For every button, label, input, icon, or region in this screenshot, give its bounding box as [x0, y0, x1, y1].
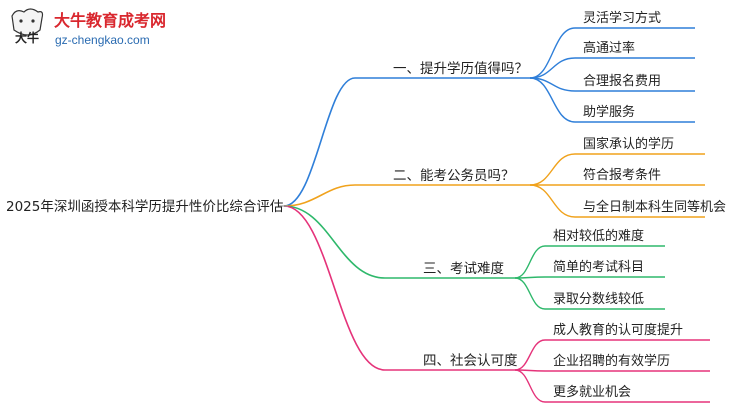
site-logo: 大牛 大牛教育成考网 gz-chengkao.com [6, 4, 166, 48]
leaf-connector [514, 245, 665, 279]
bull-mascot-icon: 大牛 [6, 4, 48, 48]
leaf-topic: 高通过率 [583, 40, 635, 56]
branch-topic: 四、社会认可度 [423, 353, 518, 369]
leaf-connector [529, 57, 695, 79]
leaf-topic: 企业招聘的有效学历 [553, 353, 670, 369]
leaf-connector [529, 77, 695, 123]
leaf-connector [529, 77, 695, 92]
connector-lines [278, 27, 710, 403]
leaf-topic: 助学服务 [583, 104, 635, 120]
leaf-topic: 相对较低的难度 [553, 228, 644, 244]
leaf-topic: 符合报考条件 [583, 167, 661, 183]
root-topic: 2025年深圳函授本科学历提升性价比综合评估 [6, 199, 283, 215]
leaf-topic: 灵活学习方式 [583, 10, 661, 26]
leaf-connector [529, 184, 705, 218]
leaf-topic: 录取分数线较低 [553, 292, 644, 307]
branch-connector [283, 77, 530, 207]
leaf-connector [514, 369, 710, 372]
leaf-topic: 成人教育的认可度提升 [553, 322, 683, 338]
leaf-connector [529, 153, 705, 186]
branch-topic: 一、提升学历值得吗？ [393, 60, 528, 77]
logo-url: gz-chengkao.com [55, 33, 150, 47]
branch-topic: 二、能考公务员吗？ [393, 168, 515, 184]
branch-connector [283, 184, 530, 207]
leaf-connector [514, 369, 710, 403]
leaf-topic: 合理报名费用 [583, 73, 661, 89]
leaf-topic: 简单的考试科目 [553, 259, 644, 275]
leaf-connector [529, 27, 695, 79]
leaf-topic: 更多就业机会 [553, 384, 631, 400]
branch-topic: 三、考试难度 [423, 261, 504, 277]
logo-title: 大牛教育成考网 [54, 11, 166, 30]
leaf-connector [514, 339, 710, 371]
leaf-connector [514, 277, 665, 310]
leaf-topic: 国家承认的学历 [583, 136, 674, 152]
branch-connector [283, 205, 515, 371]
leaf-connector [514, 276, 665, 279]
leaf-topic: 与全日制本科生同等机会 [583, 199, 726, 215]
mascot-lettering: 大牛 [15, 30, 39, 45]
branch-connector [283, 205, 515, 279]
